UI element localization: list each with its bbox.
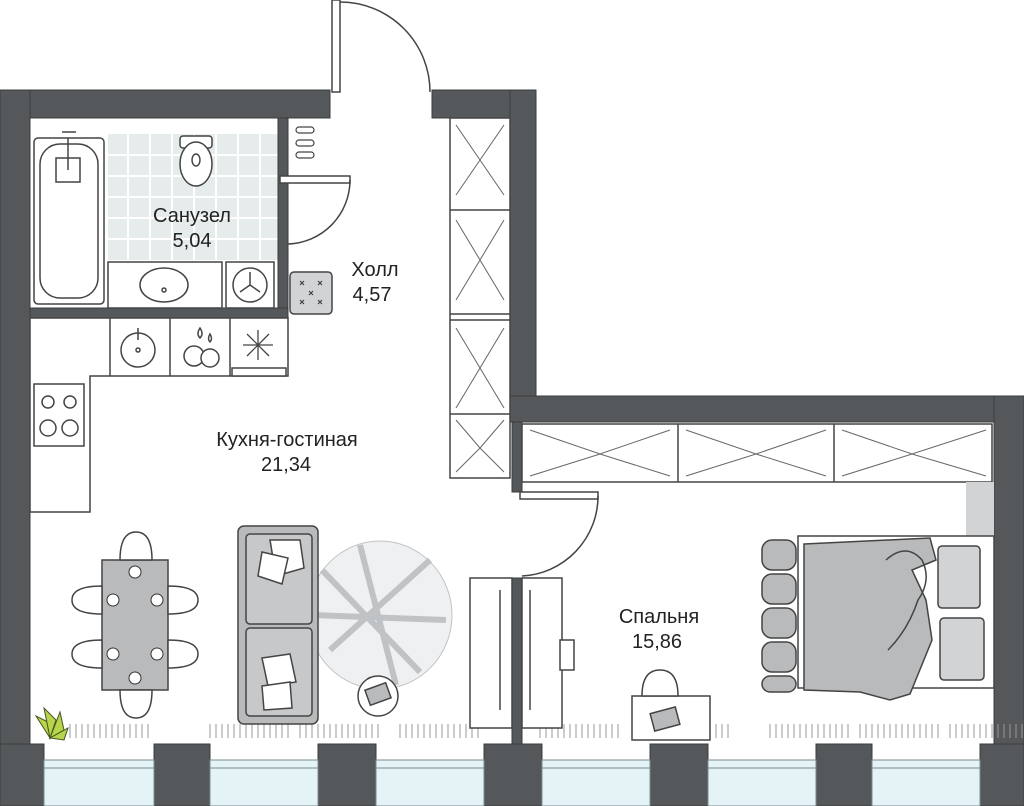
walls: [0, 89, 1024, 806]
shoe-rack: [295, 126, 315, 159]
windows: [43, 759, 981, 806]
bedroom-column: [966, 482, 994, 536]
room-name-bathroom: Санузел: [153, 205, 231, 227]
radiators: [69, 723, 1024, 739]
room-area-bathroom: 5,04: [173, 230, 212, 252]
plant: [34, 706, 69, 741]
room-label-bedroom: Спальня 15,86: [619, 606, 699, 653]
bed: [761, 535, 995, 701]
bedroom-wardrobe: [521, 423, 993, 483]
kitchen-counter: [29, 317, 289, 513]
entrance-door: [331, 0, 431, 93]
room-label-bathroom: Санузел 5,04: [153, 205, 231, 252]
room-name-bedroom: Спальня: [619, 606, 699, 628]
sofa: [237, 525, 319, 725]
hall-pouf: [289, 271, 333, 315]
room-name-kitchen-living: Кухня-гостиная: [216, 429, 358, 451]
room-label-hall: Холл 4,57: [351, 259, 398, 306]
washing-machine: [225, 261, 275, 309]
bedroom-door: [519, 491, 599, 577]
room-label-kitchen-living: Кухня-гостиная 21,34: [216, 429, 358, 476]
room-area-kitchen-living: 21,34: [261, 454, 311, 476]
bathroom-door: [279, 175, 351, 245]
cooktop: [33, 383, 85, 447]
sink-counter: [107, 261, 223, 309]
tall-cabinet: [469, 577, 575, 729]
desk: [631, 669, 711, 741]
dining-set: [71, 531, 199, 719]
dishwasher: [183, 326, 220, 368]
hall-wardrobe: [449, 117, 511, 479]
toilet: [179, 135, 213, 187]
coffee-table: [357, 675, 399, 717]
room-area-bedroom: 15,86: [632, 631, 682, 653]
room-name-hall: Холл: [351, 259, 398, 281]
kitchen-sink: [120, 328, 156, 368]
bathtub: [33, 131, 105, 305]
fridge-icon: [243, 330, 273, 360]
room-area-hall: 4,57: [353, 284, 392, 306]
rug: [307, 540, 453, 690]
